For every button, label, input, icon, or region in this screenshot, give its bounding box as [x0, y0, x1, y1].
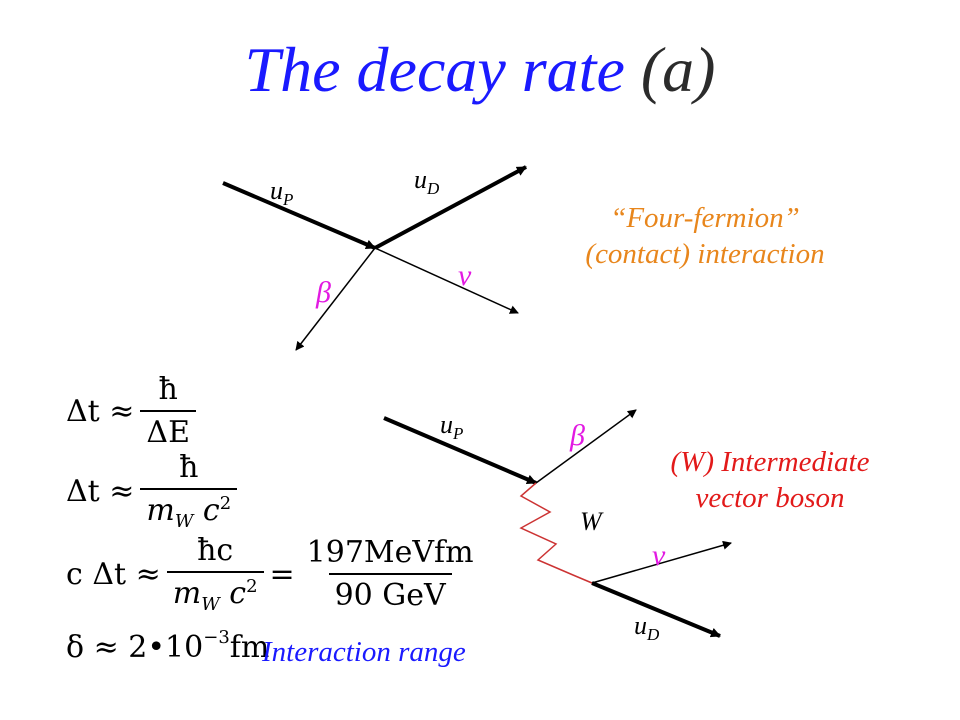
up-quark-line-bottom: [383, 416, 537, 485]
eq4-lhs: δ ≈ 2•10: [66, 630, 204, 665]
up-label-bottom: uP: [440, 410, 463, 443]
w-label: W: [580, 507, 604, 536]
eq3-denominator-1: mW c2: [166, 571, 264, 615]
w-boson-caption-line2: vector boson: [695, 482, 845, 514]
nu-line: [374, 247, 519, 314]
beta-label: β: [315, 276, 331, 309]
beta-label-bottom: β: [569, 419, 585, 452]
equation-1: Δt ≈ ħ ΔE: [66, 372, 202, 450]
eq2-fraction: ħ mW c2: [140, 450, 238, 532]
ud-label: uD: [414, 165, 440, 198]
four-fermion-caption: “Four-fermion” (contact) interaction: [560, 200, 850, 272]
title-sub: (a): [640, 34, 716, 105]
eq3-fraction-1: ħc mW c2: [166, 533, 264, 615]
eq2-denominator: mW c2: [140, 488, 238, 532]
four-fermion-caption-line2: (contact) interaction: [585, 238, 825, 270]
w-boson-line: [519, 482, 593, 584]
w-exchange-diagram: uP β W ν uD: [383, 409, 732, 644]
four-fermion-caption-line1: “Four-fermion”: [610, 202, 800, 234]
eq3-numerator-2: 197MeVfm: [306, 535, 474, 570]
eq1-denominator: ΔE: [140, 410, 196, 450]
nu-label: ν: [458, 259, 472, 292]
nu-line-bottom: [591, 540, 732, 584]
eq3-lhs: c Δt ≈: [66, 556, 161, 592]
eq1-numerator: ħ: [158, 372, 178, 407]
eq3-fraction-2: 197MeVfm 90 GeV: [301, 535, 480, 613]
page-title: The decay rate (a): [0, 38, 960, 102]
eq3-denominator-2: 90 GeV: [328, 573, 452, 613]
ud-quark-line: [374, 165, 527, 250]
nu-label-bottom: ν: [652, 539, 666, 572]
w-boson-caption-line1: (W) Intermediate: [670, 446, 870, 478]
eq1-fraction: ħ ΔE: [140, 372, 196, 450]
up-quark-line: [222, 181, 376, 250]
ud-label-bottom: uD: [634, 611, 660, 644]
eq3-numerator-1: ħc: [197, 533, 234, 568]
eq2-numerator: ħ: [179, 450, 199, 485]
eq3-equals: =: [269, 556, 295, 592]
eq4-exponent: −3: [203, 627, 230, 648]
eq4-unit: fm: [229, 630, 270, 665]
contact-diagram: uP uD ν β: [222, 165, 527, 351]
beta-line-bottom: [535, 409, 637, 484]
title-main: The decay rate: [244, 34, 625, 105]
beta-line: [295, 247, 376, 351]
equation-3: c Δt ≈ ħc mW c2 = 197MeVfm 90 GeV: [66, 533, 486, 615]
w-boson-caption: (W) Intermediate vector boson: [640, 444, 900, 516]
up-label: uP: [270, 176, 293, 209]
interaction-range-caption: Interaction range: [262, 636, 466, 668]
ud-quark-line-bottom: [591, 581, 721, 638]
eq1-lhs: Δt ≈: [66, 393, 135, 429]
equation-2: Δt ≈ ħ mW c2: [66, 450, 243, 532]
eq2-lhs: Δt ≈: [66, 473, 135, 509]
